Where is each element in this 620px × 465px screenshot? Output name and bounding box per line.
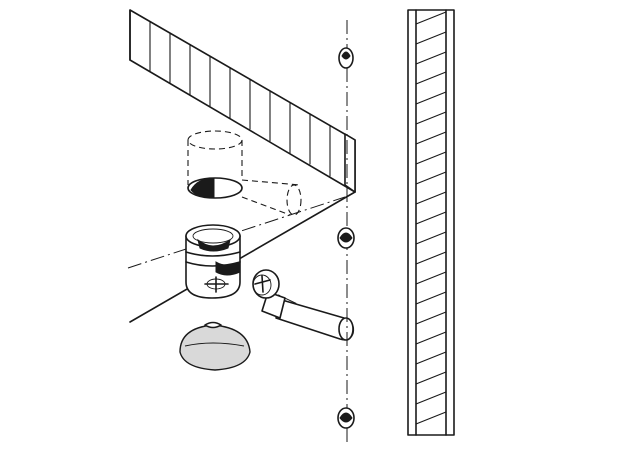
cam-lock-housing [185, 224, 241, 299]
pre-drilled-holes [337, 20, 355, 445]
hole-top [338, 47, 354, 69]
connector-bolt [252, 269, 355, 341]
cross-recess-icon [204, 276, 229, 293]
hole-middle [337, 227, 355, 249]
hole-bottom [337, 407, 355, 429]
bolt-head-cross-icon [254, 275, 271, 293]
cover-cap [179, 321, 251, 371]
side-panel-hatch [415, 11, 447, 425]
side-panel [407, 9, 455, 436]
panel-hole [187, 177, 243, 199]
